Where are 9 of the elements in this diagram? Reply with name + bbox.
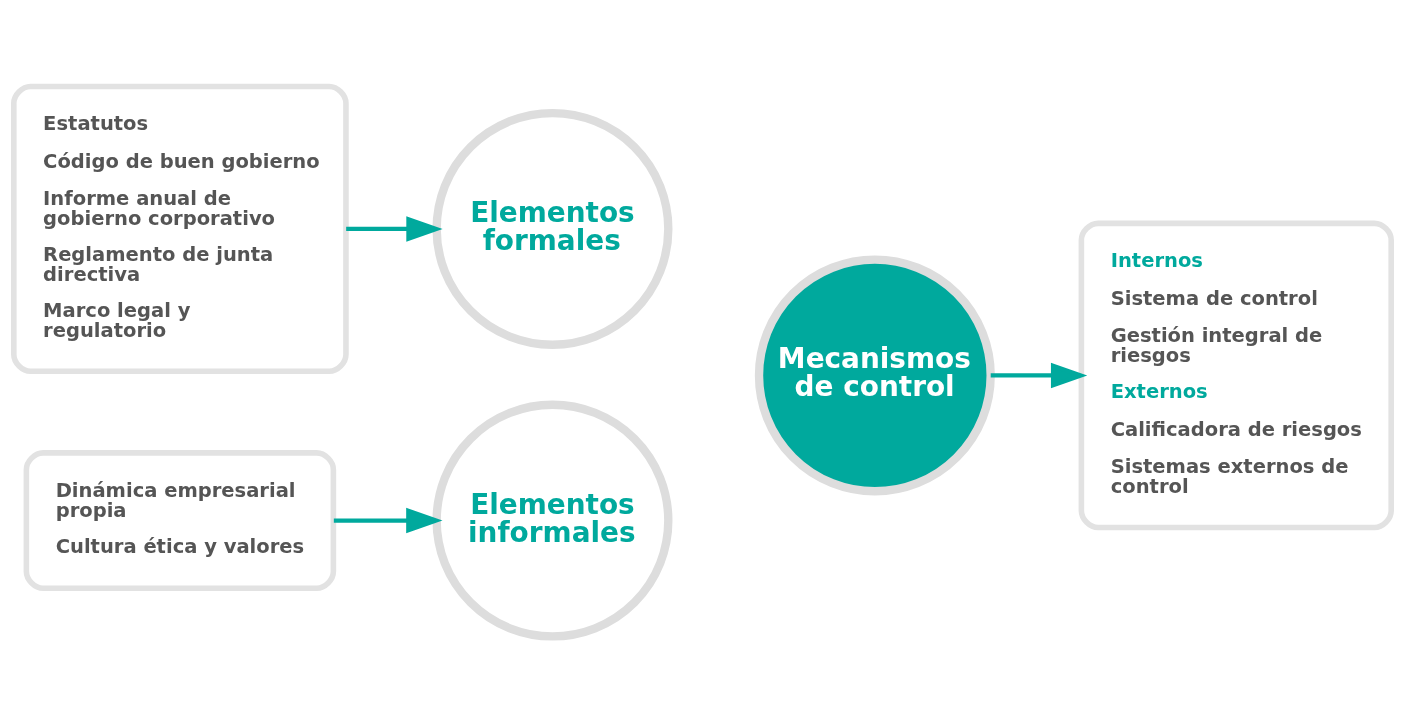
arrow	[333, 507, 443, 534]
node-circle: Mecanismos de control	[754, 255, 995, 496]
node-box: Dinámica empresarial propia Cultura ética y valores	[23, 450, 337, 592]
node-box: Estatutos Código de buen gobierno Informe anual de gobierno corporativo Reglamento de junta directiva Marco legal y regulatorio	[11, 83, 349, 375]
node-box: Internos Sistema de control Gestión integral de riesgos Externos Calificadora de riesgos Sistemas externos de control	[1078, 220, 1394, 531]
arrow	[346, 216, 443, 242]
node-circle: Elementos informales	[432, 400, 673, 641]
arrow	[990, 362, 1088, 389]
node-circle: Elementos formales	[432, 108, 673, 349]
